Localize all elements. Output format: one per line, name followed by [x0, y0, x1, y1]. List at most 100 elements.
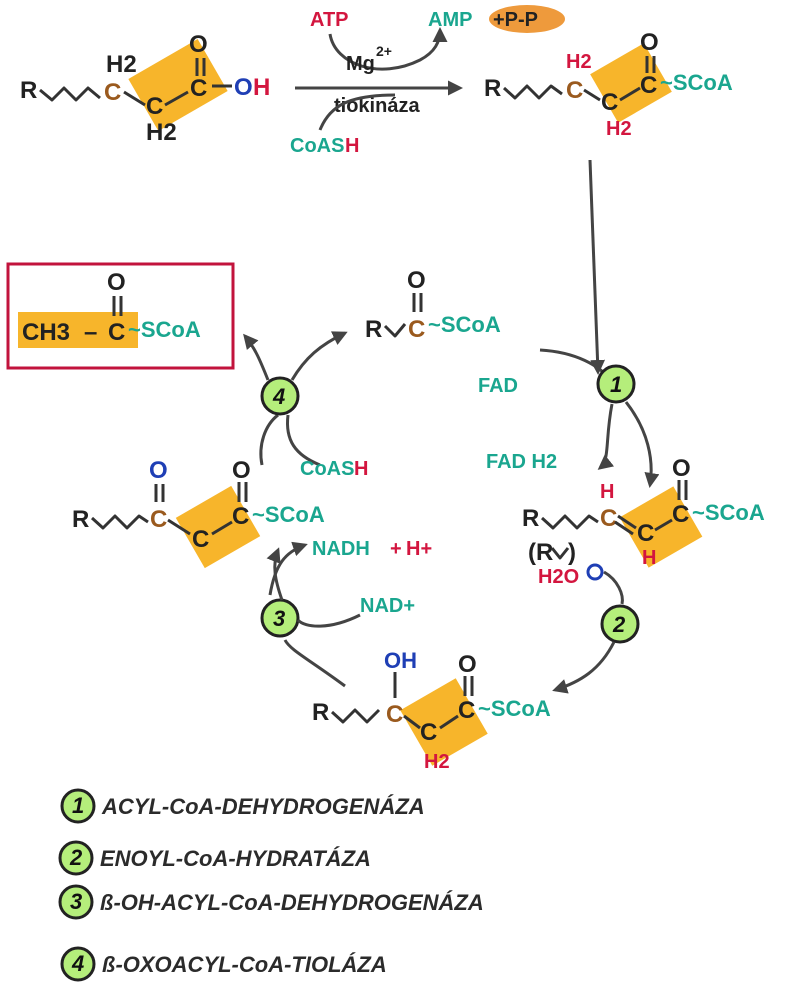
- acetyl-coa-box: CH3 – C O ~SCoA: [6, 262, 235, 370]
- legend-item-1: 1 ACYL-CoA-DEHYDROGENÁZA: [60, 788, 425, 824]
- product-carbonyl-c: C: [640, 72, 657, 99]
- step-2: H2O 2: [538, 563, 640, 694]
- hydroxy-c1: C: [386, 701, 403, 728]
- product-chain: [502, 84, 563, 100]
- coash-cycle-h: H: [354, 458, 368, 480]
- hydroxy-carbonyl-c: C: [458, 697, 475, 724]
- enoyl-bond: [654, 518, 673, 532]
- top-scoa: ~SCoA: [428, 312, 501, 337]
- enzyme-1-circle: [596, 364, 636, 404]
- fad-label: FAD: [478, 375, 518, 397]
- enoyl-ry-chain: [550, 547, 570, 560]
- ppi-highlight: [489, 5, 565, 33]
- product-h2-top: H2: [566, 51, 592, 73]
- top-r: R: [365, 316, 382, 343]
- product-bond-1: [583, 88, 601, 102]
- legend-1-number: 1: [72, 793, 84, 818]
- substrate-bond-2: [164, 90, 189, 107]
- enoyl-ry-close: ): [568, 539, 576, 566]
- enoyl-chain: [540, 514, 599, 530]
- enoyl-o: O: [672, 455, 691, 482]
- enoyl-ry-open: (R: [528, 539, 553, 566]
- coash-label: CoAS: [290, 135, 344, 157]
- mg-charge: 2+: [376, 43, 392, 59]
- step-4-to-acetyl-arrow: [243, 333, 270, 381]
- oxo-chain: [90, 514, 149, 530]
- enoyl-h-bottom: H: [642, 547, 656, 569]
- enoyl-scoa: ~SCoA: [692, 500, 765, 525]
- hplus-label: H+: [406, 538, 432, 560]
- coash-h-label: H: [345, 135, 359, 157]
- top-c: C: [408, 316, 425, 343]
- legend-3-label: ß-OH-ACYL-CoA-DEHYDROGENÁZA: [100, 890, 484, 915]
- water-in-arrow: [603, 570, 624, 605]
- water-label: H2O: [538, 566, 579, 588]
- oxoacyl-coa: R C O C C O ~SCoA: [72, 457, 325, 569]
- nad-in-arrow: [296, 613, 361, 628]
- product-c1: C: [566, 77, 583, 104]
- hydroxy-o: O: [458, 651, 477, 678]
- tiokinaza-label: tiokináza: [334, 95, 420, 117]
- oxo-o1: O: [149, 457, 168, 484]
- substrate-c2: C: [146, 93, 163, 120]
- enoyl-r: R: [522, 505, 539, 532]
- enzyme-3-number: 3: [273, 606, 285, 631]
- legend-2-circle: [58, 840, 94, 876]
- step-1-arrow: [624, 401, 660, 488]
- acetyl-o: O: [107, 269, 126, 296]
- atp-label: ATP: [310, 9, 349, 31]
- oxo-bond-1: [167, 518, 191, 536]
- enoyl-h-top: H: [600, 481, 614, 503]
- substrate-bond-1: [123, 90, 146, 107]
- oxo-bond-2: [211, 520, 233, 536]
- product-highlight: [590, 43, 672, 123]
- legend-1-circle: [60, 788, 96, 824]
- enoyl-double-bond-b: [614, 520, 634, 536]
- legend-4-label: ß-OXOACYL-CoA-TIOLÁZA: [102, 952, 387, 977]
- hydroxy-highlight: [400, 678, 488, 766]
- legend-item-4: 4 ß-OXOACYL-CoA-TIOLÁZA: [60, 946, 387, 982]
- substrate-carbonyl-c: C: [190, 75, 207, 102]
- acetyl-dash: –: [84, 319, 97, 346]
- fadh2-label: FAD H2: [486, 451, 557, 473]
- hydroxy-h2: H2: [424, 751, 450, 773]
- hydroxy-chain: [330, 708, 381, 724]
- legend-4-number: 4: [71, 951, 84, 976]
- acetyl-c: C: [108, 319, 125, 346]
- oxo-r: R: [72, 506, 89, 533]
- step-3: 3 NAD+ NADH + H+: [260, 538, 432, 688]
- oxo-scoa: ~SCoA: [252, 502, 325, 527]
- enzyme-3-circle: [260, 598, 300, 638]
- enoyl-c2: C: [637, 520, 654, 547]
- hydroxyacyl-coa: R C OH C H2 C O ~SCoA: [312, 648, 551, 773]
- product-r: R: [484, 75, 501, 102]
- oxo-c2: C: [192, 526, 209, 553]
- hydroxy-bond-2: [439, 714, 459, 730]
- top-o: O: [407, 267, 426, 294]
- substrate-h2-top: H2: [106, 51, 137, 78]
- legend-4-circle: [60, 946, 96, 982]
- shortened-acyl-coa: R C O ~SCoA: [365, 267, 501, 343]
- enzyme-2-number: 2: [612, 612, 626, 637]
- legend-1-label: ACYL-CoA-DEHYDROGENÁZA: [101, 794, 425, 819]
- nadh-out-arrow: [268, 541, 308, 596]
- acetyl-ch3: CH3: [22, 319, 70, 346]
- hydroxy-oh: OH: [384, 648, 417, 673]
- acetyl-coa-highlight: [18, 312, 138, 348]
- ppi-label: +P-P: [493, 9, 538, 31]
- acyl-coa-product: R C H2 C H2 C O ~SCoA: [484, 29, 733, 140]
- nadh-label: NADH: [312, 538, 370, 560]
- nad-label: NAD+: [360, 595, 415, 617]
- hydroxy-bond-1: [403, 714, 421, 730]
- coash-cycle-label: CoAS: [300, 458, 354, 480]
- acetyl-scoa: ~SCoA: [128, 317, 201, 342]
- step-3-in-arrow: [283, 639, 346, 688]
- water-o-mark: [586, 563, 604, 581]
- atp-reaction: ATP AMP +P-P: [310, 5, 565, 71]
- enzyme-4-circle: [260, 376, 300, 416]
- enoyl-double-bond-a: [617, 514, 637, 530]
- substrate-o: O: [189, 31, 208, 58]
- nadh-plus: +: [390, 538, 402, 560]
